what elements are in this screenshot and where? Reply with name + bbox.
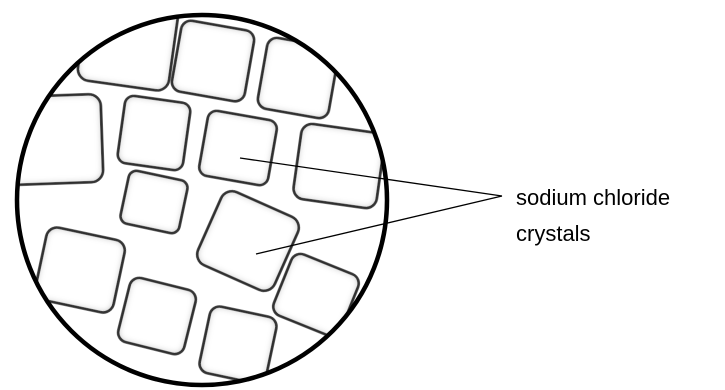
crystal: [198, 109, 278, 186]
crystal: [170, 19, 255, 103]
crystal: [117, 95, 192, 172]
label-sodium-chloride: sodium chloride: [516, 185, 670, 210]
crystal: [0, 94, 103, 186]
crystal-field: [0, 0, 386, 385]
crystal: [256, 36, 339, 119]
crystal: [119, 169, 189, 234]
label-crystals: crystals: [516, 221, 591, 246]
crystal: [116, 276, 198, 356]
crystal: [76, 0, 179, 92]
crystal: [292, 123, 386, 210]
